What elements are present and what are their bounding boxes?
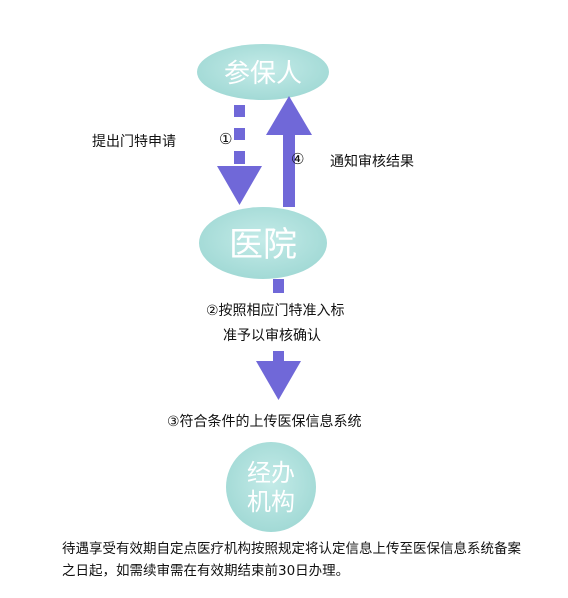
validity-note: 待遇享受有效期自定点医疗机构按照规定将认定信息上传至医保信息系统备案之日起，如需… xyxy=(62,541,521,579)
arrow-apply-down xyxy=(217,105,262,205)
hospital-node: 医院 xyxy=(199,207,327,279)
agency-label-line1: 经办 xyxy=(247,459,295,487)
hospital-label: 医院 xyxy=(229,225,297,265)
insured-label: 参保人 xyxy=(224,59,302,89)
apply-step-number: ① xyxy=(219,130,233,148)
notify-step-number: ④ xyxy=(291,150,305,168)
insured-node: 参保人 xyxy=(197,44,329,100)
confirm-step-line2: 准予以审核确认 xyxy=(223,328,321,344)
notify-step-label: 通知审核结果 xyxy=(330,154,414,170)
confirm-step-line1: ②按照相应门特准入标 xyxy=(206,303,345,319)
apply-step-label: 提出门特申请 xyxy=(92,134,176,150)
agency-node: 经办 机构 xyxy=(226,442,316,532)
arrow-notify-up xyxy=(266,96,312,207)
arrow-confirm-down xyxy=(256,279,301,400)
agency-label-line2: 机构 xyxy=(247,488,295,516)
upload-step-label: ③符合条件的上传医保信息系统 xyxy=(167,414,362,430)
